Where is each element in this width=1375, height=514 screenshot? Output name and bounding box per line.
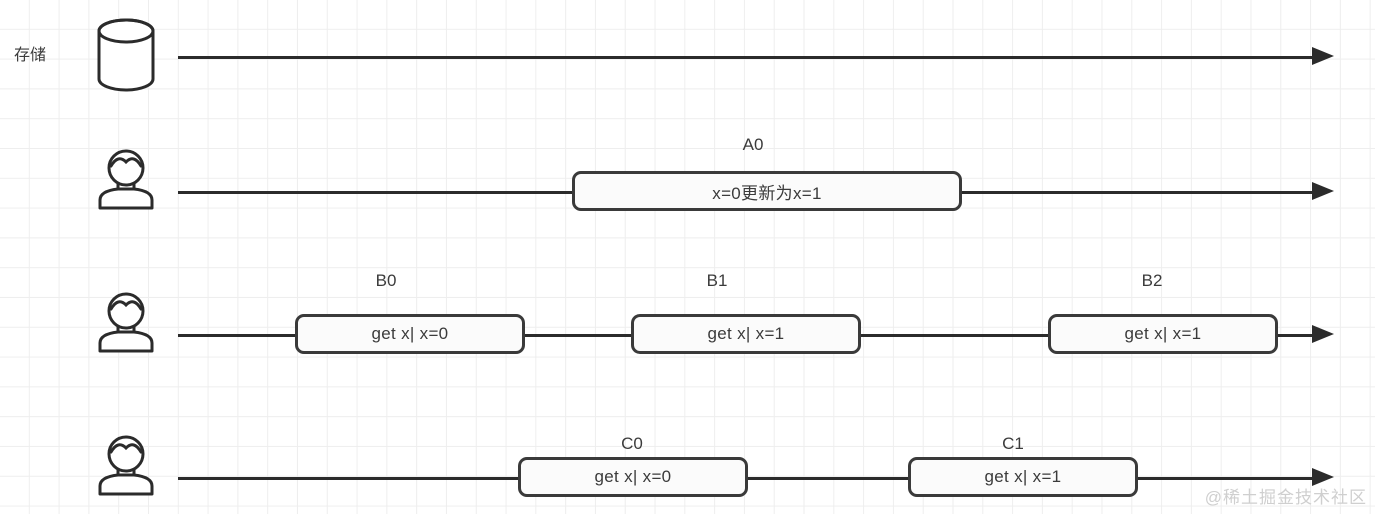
lifeline-actor-a-seg2	[959, 191, 1314, 194]
lifeline-actor-b-seg1	[178, 334, 298, 337]
event-box-c1[interactable]: get x| x=1	[908, 457, 1138, 497]
user-icon-actor-a	[96, 146, 156, 215]
event-caption-b1: B1	[706, 271, 728, 290]
event-caption-a0: A0	[742, 135, 764, 154]
event-caption-b2: B2	[1141, 271, 1163, 290]
lifeline-actor-a-seg1	[178, 191, 575, 194]
lifeline-actor-b-seg3	[858, 334, 1051, 337]
arrow-head-actor-a	[1312, 182, 1334, 200]
event-caption-b0: B0	[375, 271, 397, 290]
lifeline-storage	[178, 56, 1314, 59]
arrow-head-storage	[1312, 47, 1334, 65]
lifeline-actor-c-seg2	[745, 477, 911, 480]
watermark: @稀土掘金技术社区	[1204, 488, 1367, 507]
user-icon-actor-b	[96, 289, 156, 358]
event-box-c0[interactable]: get x| x=0	[518, 457, 748, 497]
event-box-a0[interactable]: x=0更新为x=1	[572, 171, 962, 211]
lane-label-storage: 存储	[14, 47, 47, 64]
user-icon-actor-c	[96, 432, 156, 501]
event-caption-c0: C0	[621, 434, 643, 453]
event-box-b1[interactable]: get x| x=1	[631, 314, 861, 354]
database-icon	[95, 17, 157, 98]
event-box-b2[interactable]: get x| x=1	[1048, 314, 1278, 354]
lifeline-actor-b-seg2	[522, 334, 634, 337]
event-box-b0[interactable]: get x| x=0	[295, 314, 525, 354]
lifeline-actor-c-seg3	[1135, 477, 1314, 480]
arrow-head-actor-c	[1312, 468, 1334, 486]
lifeline-actor-b-seg4	[1275, 334, 1314, 337]
lifeline-actor-c-seg1	[178, 477, 521, 480]
event-caption-c1: C1	[1002, 434, 1024, 453]
arrow-head-actor-b	[1312, 325, 1334, 343]
